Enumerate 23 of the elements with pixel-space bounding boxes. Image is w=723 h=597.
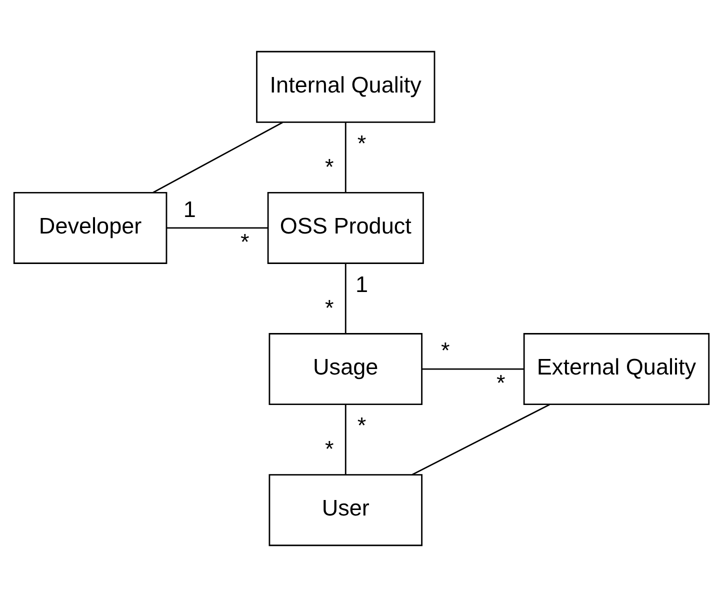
connector (344, 264, 346, 334)
connector (422, 368, 524, 370)
label: * (496, 370, 506, 396)
connector (344, 122, 346, 192)
label: 1 (183, 197, 196, 222)
node-box: External Quality (523, 333, 710, 405)
label: * (240, 230, 250, 255)
connector (344, 404, 346, 474)
label: * (357, 413, 366, 438)
node-box: Usage (268, 333, 422, 405)
label: * (357, 130, 366, 156)
node-box: Developer (13, 192, 168, 264)
connector (166, 227, 268, 229)
connector (152, 122, 283, 194)
node-box: OSS Product (267, 192, 424, 264)
label: * (325, 436, 334, 462)
label: * (441, 338, 450, 364)
node-box: User (268, 474, 422, 546)
node-box: Internal Quality (256, 50, 436, 123)
label: * (325, 296, 334, 321)
label: 1 (356, 272, 368, 298)
label: * (325, 154, 334, 180)
connector (412, 404, 550, 476)
